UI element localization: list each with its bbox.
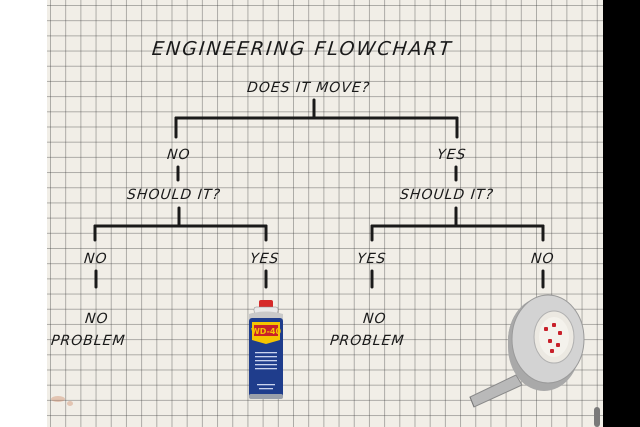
left-outcome-2-answer: YES [249,251,281,267]
left-branch-question: SHOULD IT? [126,187,222,203]
left-branch-answer: NO [166,147,192,163]
diagram-title: ENGINEERING FLOWCHART [150,38,454,60]
right-result-line2: PROBLEM [329,333,406,349]
duct-tape-image [469,294,585,408]
can-label: WD-40 [251,327,282,336]
right-branch-question: SHOULD IT? [399,187,495,203]
paper-stain [67,401,73,406]
scrollbar-thumb[interactable] [594,407,600,427]
right-margin [603,0,640,427]
right-result-line1: NO [362,311,388,327]
wd-40-can-image: WD-40 [249,300,283,399]
paper-stain [51,396,65,402]
left-outcome-1-answer: NO [83,251,109,267]
left-margin [0,0,47,427]
left-result-line2: PROBLEM [50,333,127,349]
left-result-line1: NO [84,311,110,327]
right-outcome-1-answer: YES [356,251,388,267]
root-question: DOES IT MOVE? [246,80,371,96]
right-branch-answer: YES [436,147,468,163]
right-outcome-2-answer: NO [530,251,556,267]
